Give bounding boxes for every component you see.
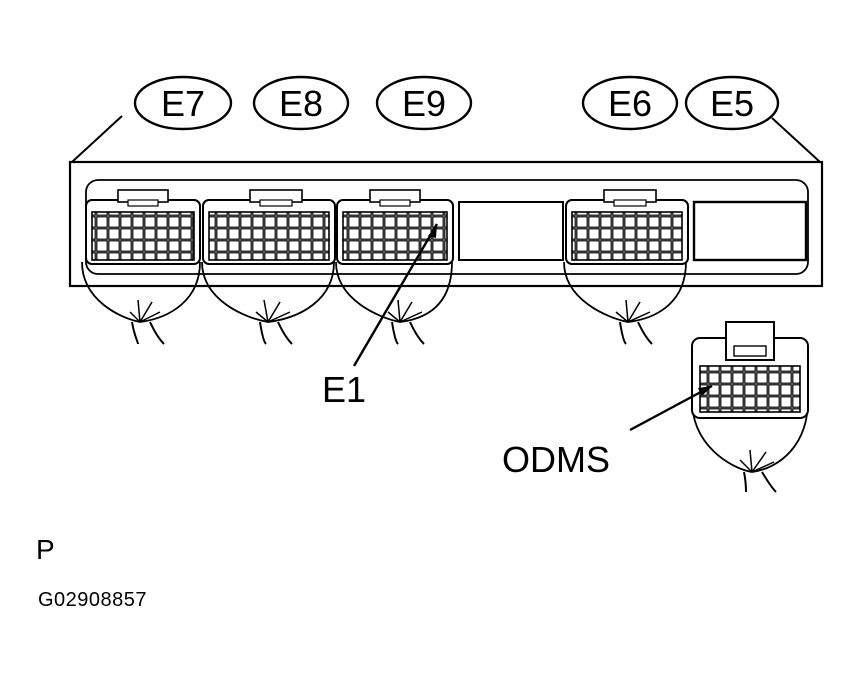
label-e9: E9	[375, 75, 473, 131]
label-e8: E8	[252, 75, 350, 131]
callout-e1: E1	[322, 223, 439, 410]
leader-lines	[71, 115, 821, 163]
odms-connector	[691, 321, 809, 493]
empty-socket-middle	[458, 201, 564, 261]
code-letter: P	[36, 534, 55, 565]
svg-text:ODMS: ODMS	[502, 439, 610, 480]
svg-text:E8: E8	[279, 83, 323, 124]
svg-text:E6: E6	[608, 83, 652, 124]
callout-odms: ODMS	[502, 384, 713, 480]
connector-e6	[563, 189, 689, 345]
svg-text:E9: E9	[402, 83, 446, 124]
svg-text:E5: E5	[710, 83, 754, 124]
svg-text:E1: E1	[322, 369, 366, 410]
label-e5: E5	[684, 75, 780, 131]
label-e7: E7	[133, 75, 233, 131]
empty-socket-e5	[692, 200, 808, 262]
svg-text:E7: E7	[161, 83, 205, 124]
connector-e8	[201, 189, 336, 345]
figure-id: G02908857	[38, 589, 148, 611]
label-e6: E6	[581, 75, 679, 131]
connector-e7	[81, 189, 201, 345]
